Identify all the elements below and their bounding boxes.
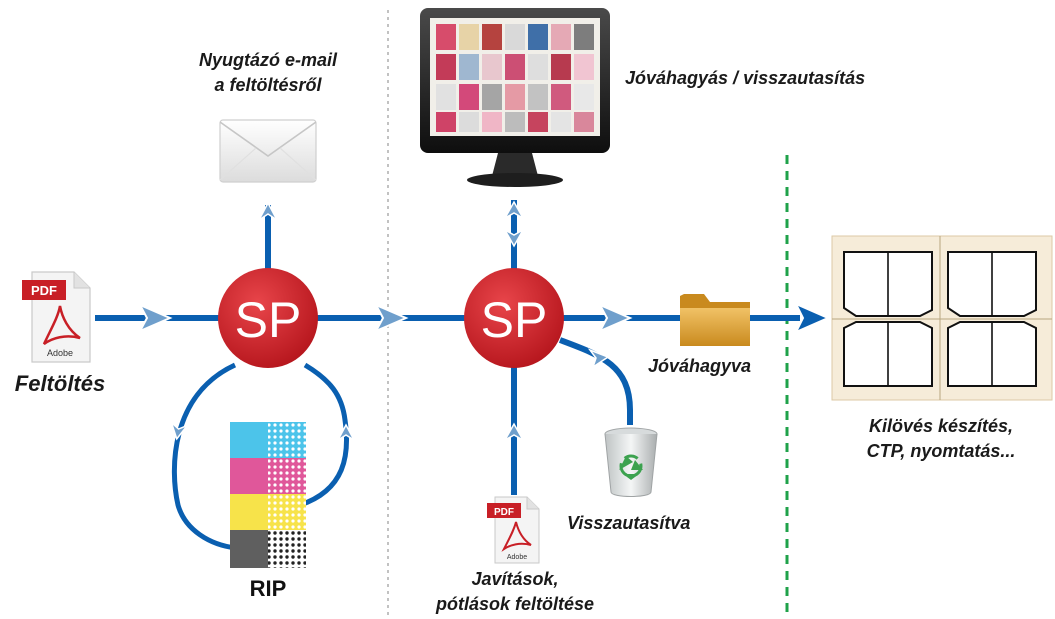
arrow-head (137, 302, 173, 334)
sp-label: SP (481, 292, 548, 348)
cmyk-halftone-icon (230, 422, 306, 568)
reject-branch-line (558, 337, 633, 425)
adobe-label: Adobe (507, 554, 527, 561)
arrow-head (503, 422, 525, 442)
pdf-tag: PDF (31, 283, 57, 298)
arrow-head (503, 200, 525, 220)
label-corrections-line1: Javítások, (471, 569, 558, 589)
arrow-head (336, 423, 356, 443)
label-email-line2: a feltöltésről (214, 75, 322, 95)
folder-icon (680, 294, 750, 346)
sp-label: SP (235, 292, 302, 348)
sp-node-1: SP (218, 268, 318, 368)
label-corrections-line2: pótlások feltöltése (435, 594, 594, 614)
label-approve-reject: Jóváhagyás / visszautasítás (625, 68, 865, 88)
recycle-symbol (619, 454, 643, 480)
pdf-document-icon: PDF Adobe (22, 271, 91, 363)
printing-plate-icon (831, 235, 1053, 401)
arrow-head (373, 302, 409, 334)
rip-loop-line (171, 362, 350, 551)
label-imposition-line1: Kilövés készítés, (869, 416, 1013, 436)
recycle-bin-icon (604, 427, 658, 497)
label-rip: RIP (250, 576, 287, 601)
pdf-tag: PDF (494, 507, 514, 518)
label-approved: Jóváhagyva (648, 356, 751, 376)
arrow-head (258, 201, 278, 221)
arrow-head (597, 302, 633, 334)
label-imposition-line2: CTP, nyomtatás... (867, 441, 1016, 461)
label-rejected: Visszautasítva (567, 513, 690, 533)
label-upload: Feltöltés (15, 371, 105, 396)
magazine-thumbnails (436, 24, 594, 132)
sp-node-2: SP (464, 268, 564, 368)
monitor-icon (420, 8, 610, 187)
arrow-head (587, 348, 610, 369)
arrow-head (793, 301, 831, 335)
adobe-label: Adobe (47, 348, 73, 358)
envelope-icon (219, 119, 317, 183)
label-email-line1: Nyugtázó e-mail (199, 50, 338, 70)
arrow-head (503, 228, 525, 248)
pdf-document-icon: PDF Adobe (487, 496, 540, 564)
arrow-head (169, 420, 190, 441)
